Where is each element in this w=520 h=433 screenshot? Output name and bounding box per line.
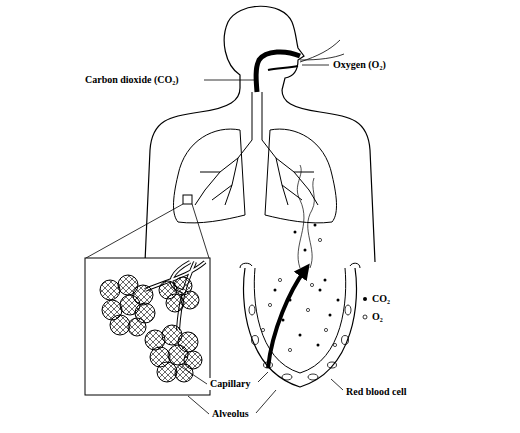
part-label: Capillary [209,378,252,390]
alveoli-inset [85,258,210,395]
leader-line [180,366,207,384]
alveolus-section [252,336,259,345]
gas-dot [274,289,277,292]
airway [252,92,262,140]
legend-text: CO₂ [371,293,391,305]
alveoli-inset [145,262,205,330]
lung [265,129,337,223]
gas-dot [261,238,336,351]
gas-dot [329,314,332,317]
gas-dot [278,278,281,281]
gas-dot [363,297,367,301]
gas-dot [282,319,285,322]
gas-dot [299,334,302,337]
body-outline [145,88,240,262]
leader-line [204,80,257,81]
leader-line [256,390,276,413]
gas-dot [268,303,271,306]
alveoli-inset [85,258,210,395]
gas-dot [304,249,307,252]
alveoli-inset [157,362,177,382]
gas-dot [319,289,322,292]
gas-dot [324,328,327,331]
gas-dot [333,343,336,346]
lung [183,195,192,204]
alveoli-inset [100,275,202,382]
part-label: Red blood cell [345,386,408,398]
body-outline [224,6,304,90]
alveoli-inset [145,262,205,330]
gas-dot [363,315,367,319]
lung [174,129,337,223]
airway [268,66,298,70]
lung [195,140,252,205]
leader-line [302,65,329,66]
alveolus-section [240,165,360,387]
leader-line [331,379,343,390]
alveolus-section [345,305,351,315]
body-outline [145,6,375,262]
alveoli-inset [100,280,120,300]
gas-dot [261,328,264,331]
gas-dot [324,279,327,282]
alveolus-section [244,268,357,387]
gas-dot [274,224,340,347]
gas-dot [288,348,291,351]
leader-line [258,372,268,382]
alveolus-section [249,305,255,315]
zoom-line [86,204,183,258]
part-label: Oxygen (O₂) [332,59,387,71]
airway [252,40,344,140]
alveolus-section [342,336,349,345]
zoom-line [192,204,209,258]
lung [262,140,318,205]
alveoli-inset [166,294,184,312]
alveolus-section [328,362,337,368]
gas-dot [294,231,297,234]
alveolus-section [249,305,351,380]
gas-dot [317,344,320,347]
gas-dot [289,299,292,302]
part-label: Carbon dioxide (CO₂) [84,74,180,86]
body-outline [282,90,375,262]
part-label: Alveolus [211,408,250,420]
alveoli-inset [128,318,146,336]
gas-dot [314,224,317,227]
zoom-line [86,204,209,258]
gas-dot [337,299,340,302]
alveolus-section [268,270,305,368]
airway [256,52,300,92]
alveolus-section [308,178,315,268]
gas-dot [318,238,321,241]
legend-text: O₂ [371,311,384,323]
alveolus-section [308,374,318,380]
leader-line [188,396,209,414]
alveolus-section [282,374,292,380]
gas-dot [261,224,367,352]
gas-dot [310,283,313,286]
gas-dot [306,308,309,311]
alveolus-section [297,165,304,268]
leader-line [180,65,343,414]
alveolus-section [254,268,345,373]
alveoli-inset [110,315,130,335]
